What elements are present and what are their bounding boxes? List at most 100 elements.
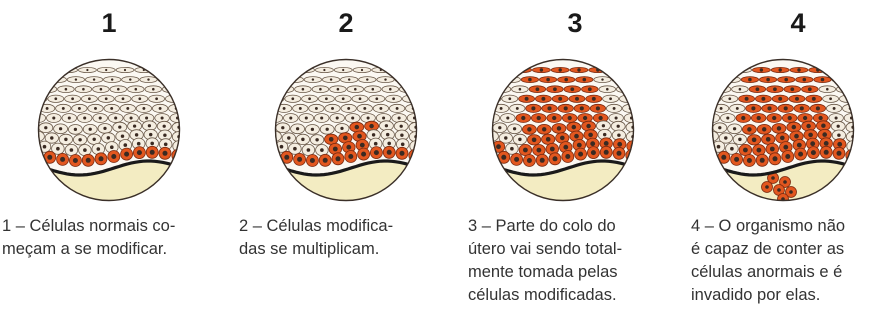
cell-nucleus xyxy=(105,68,108,72)
cell-nucleus xyxy=(323,68,326,72)
normal-cell xyxy=(494,66,514,73)
normal-cell xyxy=(712,66,715,73)
cell-nucleus xyxy=(802,115,808,121)
cell-nucleus xyxy=(118,125,122,129)
caption-line: células modificadas. xyxy=(468,286,617,304)
cell-nucleus xyxy=(147,124,152,128)
cell-nucleus xyxy=(791,124,797,130)
cell-nucleus xyxy=(99,87,103,91)
normal-cell xyxy=(492,76,503,84)
magnifier-outline xyxy=(274,58,418,202)
cell-nucleus xyxy=(598,115,603,121)
normal-cell xyxy=(40,66,60,73)
cell-nucleus xyxy=(400,142,405,147)
cell-nucleus xyxy=(120,134,125,138)
cell-nucleus xyxy=(826,87,829,91)
cell-nucleus xyxy=(382,116,386,120)
cell-nucleus xyxy=(748,77,752,82)
cell-nucleus xyxy=(123,143,128,147)
cell-nucleus xyxy=(563,144,569,150)
cell-nucleus xyxy=(765,136,771,142)
cell-nucleus xyxy=(501,87,504,91)
cell-nucleus xyxy=(539,157,545,163)
cell-nucleus xyxy=(152,87,155,91)
caption-line: células anormais e é xyxy=(691,263,843,281)
caption-line: 4 – O organismo não xyxy=(691,217,846,235)
abnormal-cell xyxy=(709,139,711,150)
cell-nucleus xyxy=(73,127,78,132)
cell-nucleus xyxy=(810,141,816,147)
cell-nucleus xyxy=(132,124,137,128)
cell-nucleus xyxy=(304,116,308,120)
cell-nucleus xyxy=(83,116,87,120)
cell-nucleus xyxy=(104,97,108,101)
cell-nucleus xyxy=(61,106,65,110)
cell-nucleus xyxy=(109,145,114,150)
cell-nucleus xyxy=(180,69,182,71)
cell-nucleus xyxy=(42,144,47,149)
normal-cell xyxy=(492,66,495,73)
normal-cell xyxy=(275,103,277,113)
cell-nucleus xyxy=(524,96,529,101)
normal-cell xyxy=(390,66,409,73)
cell-nucleus xyxy=(94,106,97,110)
cell-nucleus xyxy=(552,115,557,121)
cell-nucleus xyxy=(45,106,49,110)
cell-nucleus xyxy=(134,133,139,137)
normal-cell xyxy=(712,130,719,142)
cell-nucleus xyxy=(549,146,555,152)
cell-nucleus xyxy=(837,133,841,137)
cell-nucleus xyxy=(306,148,311,152)
cell-nucleus xyxy=(712,152,714,158)
cell-nucleus xyxy=(346,144,352,150)
stage-caption: 1 – Células normais co- meçam a se modif… xyxy=(2,215,216,261)
normal-cell xyxy=(175,76,180,84)
cell-nucleus xyxy=(556,126,562,131)
cell-nucleus xyxy=(400,133,404,137)
cell-nucleus xyxy=(406,87,409,91)
cell-nucleus xyxy=(577,68,581,72)
cell-nucleus xyxy=(808,132,813,138)
cell-nucleus xyxy=(348,78,351,81)
stage-4-panel: 4 4 – O organismo não é capaz de conter … xyxy=(691,0,881,332)
caption-line: das se multiplicam. xyxy=(239,240,380,258)
cell-nucleus xyxy=(309,158,315,163)
cell-nucleus xyxy=(399,124,403,128)
cell-nucleus xyxy=(48,68,51,72)
cell-nucleus xyxy=(44,126,48,130)
cell-nucleus xyxy=(319,87,322,91)
stage-caption: 3 – Parte do colo do útero vai sendo tot… xyxy=(468,215,682,307)
cell-nucleus xyxy=(502,68,505,72)
cell-nucleus xyxy=(746,158,752,163)
cell-nucleus xyxy=(609,97,612,101)
cell-nucleus xyxy=(790,87,795,92)
cell-nucleus xyxy=(281,126,285,130)
cell-nucleus xyxy=(582,115,588,121)
cell-nucleus xyxy=(738,137,742,142)
normal-cell xyxy=(275,121,276,132)
cell-nucleus xyxy=(614,116,618,120)
cell-nucleus xyxy=(148,132,153,137)
cell-nucleus xyxy=(275,152,277,158)
normal-cell xyxy=(272,139,274,150)
normal-cell xyxy=(276,85,295,94)
cell-nucleus xyxy=(74,78,78,81)
cell-nucleus xyxy=(134,87,138,91)
cell-nucleus xyxy=(291,97,295,101)
cell-nucleus xyxy=(546,77,550,82)
cell-nucleus xyxy=(619,78,622,81)
cell-nucleus xyxy=(603,149,609,155)
cell-nucleus xyxy=(142,106,146,110)
cell-nucleus xyxy=(570,87,575,92)
cell-nucleus xyxy=(314,106,318,110)
cell-nucleus xyxy=(335,156,341,162)
cell-nucleus xyxy=(47,154,53,160)
cell-nucleus xyxy=(634,69,636,71)
cell-nucleus xyxy=(111,154,117,159)
cell-nucleus xyxy=(129,116,133,120)
stage-3-panel: 3 3 – Parte do colo do útero vai sendo t… xyxy=(468,0,682,332)
cell-nucleus xyxy=(114,116,118,120)
cell-nucleus xyxy=(417,69,419,71)
cell-nucleus xyxy=(751,137,757,143)
caption-line: 1 – Células normais co- xyxy=(2,217,176,235)
